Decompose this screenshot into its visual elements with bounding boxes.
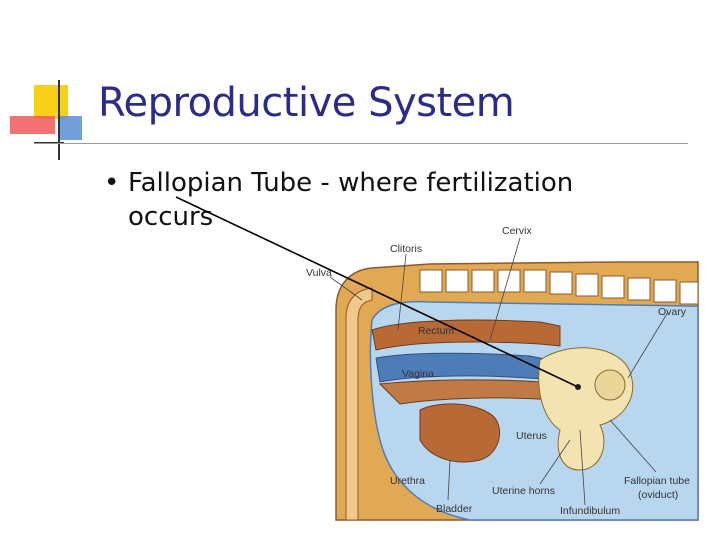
rectum: [371, 319, 561, 351]
slide-logo: [10, 80, 82, 160]
label-urethra: Urethra: [390, 475, 425, 487]
spine: [419, 269, 699, 305]
leader-lines: [329, 237, 669, 506]
label-ovary: Ovary: [658, 306, 687, 318]
label-infundibulum: Infundibulum: [560, 505, 620, 517]
label-oviduct: (oviduct): [638, 489, 678, 501]
bladder: [419, 403, 500, 463]
bullet-item: • Fallopian Tube - where fertilization o…: [104, 166, 664, 234]
label-uterine-horns: Uterine horns: [492, 485, 555, 497]
bullet-dot-icon: •: [104, 168, 120, 198]
label-rectum: Rectum: [418, 325, 454, 337]
tail-loop: [345, 287, 373, 521]
label-cervix: Cervix: [502, 225, 533, 237]
label-vulva: Vulva: [306, 267, 332, 279]
title-underline: [34, 143, 688, 144]
label-bladder: Bladder: [436, 503, 473, 515]
label-fallopian-tube: Fallopian tube: [624, 475, 690, 487]
bullet-text: Fallopian Tube - where fertilization occ…: [128, 168, 574, 232]
slide-title: Reproductive System: [98, 80, 515, 126]
label-clitoris: Clitoris: [390, 243, 422, 255]
ovary-circle: [594, 369, 626, 401]
bullet-list: • Fallopian Tube - where fertilization o…: [104, 166, 664, 234]
label-uterus: Uterus: [516, 430, 547, 442]
pointer-line: [175, 196, 579, 388]
label-vagina: Vagina: [402, 368, 434, 380]
